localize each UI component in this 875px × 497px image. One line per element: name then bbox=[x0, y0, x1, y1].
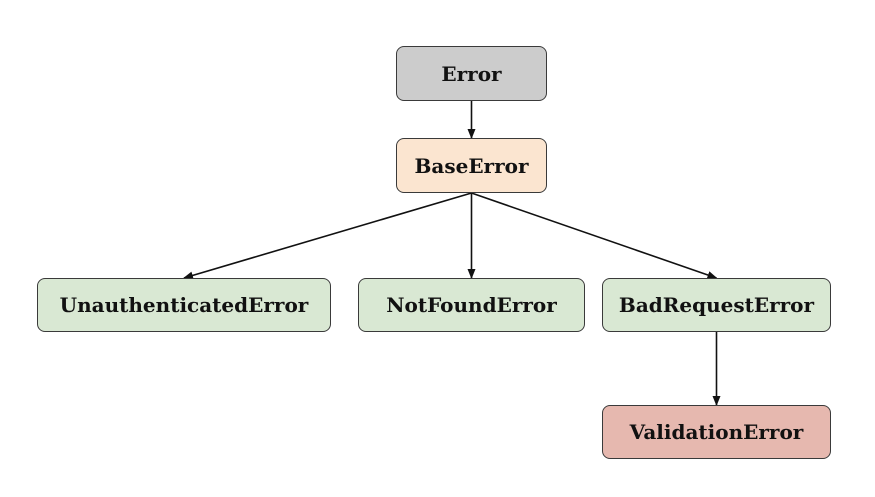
edge-base-error-to-bad-request-error bbox=[471, 192, 718, 279]
node-unauthenticated-error: UnauthenticatedError bbox=[37, 278, 331, 332]
node-validation-error: ValidationError bbox=[602, 405, 831, 459]
edge-base-error-to-unauthenticated-error bbox=[183, 192, 472, 280]
node-base-error: BaseError bbox=[396, 138, 547, 193]
node-error: Error bbox=[396, 46, 547, 101]
node-bad-request-error: BadRequestError bbox=[602, 278, 831, 332]
node-not-found-error: NotFoundError bbox=[358, 278, 585, 332]
